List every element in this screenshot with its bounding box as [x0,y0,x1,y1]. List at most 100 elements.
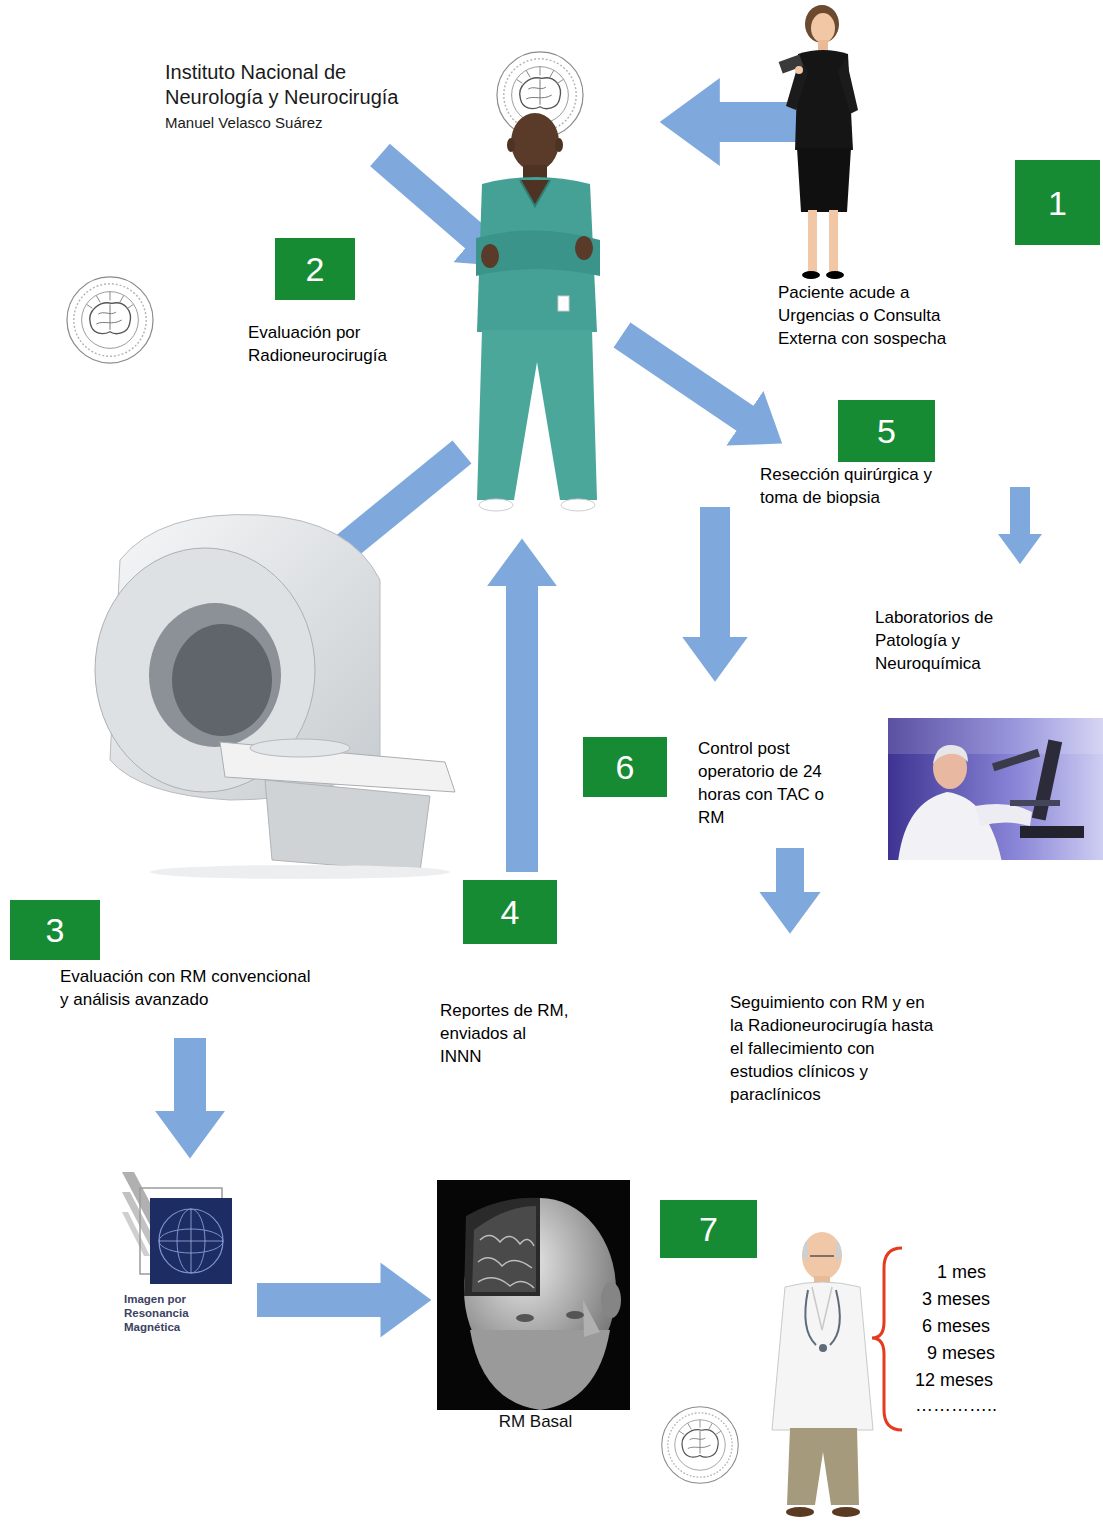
patient-figure [808,210,817,272]
label-holder: Instituto Nacional de Neurología y Neuro… [165,60,401,110]
flow-arrows [700,507,730,638]
lab-photo [1010,800,1060,806]
follow-up-interval: ………….. [915,1395,997,1417]
mri-unit-logo [122,1172,232,1284]
lab-photo [898,792,1002,860]
baseline-mri-render [437,1180,630,1410]
step-number-box: 4 [463,880,557,944]
label-holder: 3 meses [922,1289,990,1311]
physician-figure [819,1344,827,1352]
surgeon-figure [476,113,600,511]
institute-name: Instituto Nacional de Neurología y Neuro… [165,60,401,110]
patient-figure [802,271,820,279]
step-number: 5 [877,414,896,448]
mri-scanner [250,739,350,757]
follow-up-brace [872,1248,902,1430]
step-number-box: 5 [838,400,935,462]
label-holder: Paciente acude a Urgencias o Consulta Ex… [778,282,949,351]
baseline-mri-render [437,1180,630,1410]
mri-scanner [265,780,430,872]
label-holder: Laboratorios de Patología y Neuroquímica [875,607,996,676]
step-number-box: 6 [583,737,667,797]
flow-arrows [776,848,804,893]
label-holder: Seguimiento con RM y en la Radioneurocir… [730,992,936,1107]
flow-arrows [622,335,746,419]
step-number-box: 7 [660,1200,757,1258]
logo-caption: Imagen por Resonancia Magnética [124,1293,191,1334]
mri-unit-logo [191,1209,192,1273]
institute-subtitle: Manuel Velasco Suárez [165,114,323,132]
label-holder: Evaluación con RM convencional y análisi… [60,966,313,1012]
physician-figure [802,1232,842,1280]
surgeon-figure [477,330,597,500]
step-number-box: 1 [1015,160,1100,245]
institute-logo [67,277,153,363]
baseline-mri-render [583,1300,600,1337]
label-holder: 6 meses [922,1316,990,1338]
flow-arrows [380,155,476,238]
patient-figure [811,13,835,43]
physician-figure [772,1282,873,1430]
patient-figure [779,55,804,74]
baseline-mri-render [516,1314,534,1322]
step-caption: Paciente acude a Urgencias o Consulta Ex… [778,282,949,351]
mri-scanner [149,603,281,747]
patient-figure [795,66,803,74]
patient-figure [838,58,858,114]
step-caption: Evaluación por Radioneurocirugía [248,322,389,368]
physician-figure [786,1507,814,1517]
mri-unit-logo-box: Imagen por Resonancia Magnética [118,1165,243,1350]
follow-up-interval: 6 meses [922,1316,990,1338]
image-caption: RM Basal [437,1412,634,1432]
surgeon-figure [511,113,559,171]
label-holder: 1 mes [937,1262,986,1284]
patient-figure [779,5,858,279]
step-number: 2 [306,252,325,286]
surgeon-figure [476,230,600,276]
surgeon-figure [575,236,593,260]
step-number: 7 [699,1212,718,1246]
step-number: 1 [1048,186,1067,220]
physician-figure [772,1232,873,1517]
mri-scanner [95,515,455,879]
flow-arrow [257,1283,382,1317]
step-caption: Reportes de RM, enviados al INNN [440,1000,571,1069]
step-number: 3 [46,913,65,947]
surgeon-figure [479,499,513,511]
surgeon-figure [561,499,595,511]
surgeon-figure [558,296,569,311]
physician-figure [810,1255,834,1257]
label-holder: Evaluación por Radioneurocirugía [248,322,389,368]
label-holder: Control post operatorio de 24 horas con … [698,738,827,830]
patient-figure [826,271,844,279]
step-number: 6 [616,750,635,784]
baseline-mri-render [601,1282,621,1318]
mri-unit-logo [150,1198,232,1284]
patient-figure [829,210,838,272]
mri-scanner [172,624,272,736]
lab-photo [933,745,968,764]
lab-photo [888,718,1103,860]
step-caption: Control post operatorio de 24 horas con … [698,738,827,830]
mri-unit-logo [159,1209,223,1273]
surgeon-figure [481,244,499,268]
label-holder: 12 meses [915,1370,993,1392]
flow-arrows [1010,487,1030,535]
step-number-box: 2 [275,238,355,300]
institute-logo [662,1407,739,1484]
physician-figure [812,1287,832,1330]
follow-up-interval: 9 meses [927,1343,995,1365]
patient-figure [797,148,851,212]
lab-photo [975,804,1032,826]
label-holder: Resección quirúrgica y toma de biopsia [760,464,934,510]
mri-unit-logo [122,1212,150,1256]
step-caption: Laboratorios de Patología y Neuroquímica [875,607,996,676]
baseline-mri-render [464,1198,540,1296]
patient-figure [805,5,839,43]
label-holder: Reportes de RM, enviados al INNN [440,1000,571,1069]
physician-figure [805,1290,840,1345]
physician-figure [832,1507,860,1517]
baseline-mri-render [470,1330,610,1410]
